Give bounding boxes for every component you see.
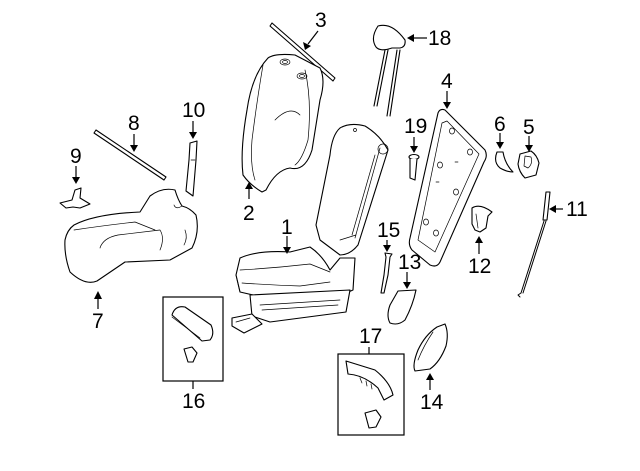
part-7-seat-cushion-cover[interactable] xyxy=(64,188,198,283)
part-18-headrest[interactable] xyxy=(372,24,406,117)
arrowhead-18 xyxy=(407,34,414,42)
leader-3 xyxy=(307,30,319,45)
arrowhead-2 xyxy=(245,182,253,189)
callout-5: 5 xyxy=(523,116,535,139)
part-15-pin[interactable] xyxy=(380,252,393,294)
arrowhead-6 xyxy=(496,142,504,149)
part-8-cushion-trim-strip[interactable] xyxy=(93,129,167,181)
arrowhead-1 xyxy=(283,247,291,254)
callout-8: 8 xyxy=(128,112,140,135)
part-9-clip[interactable] xyxy=(59,187,91,209)
callout-10: 10 xyxy=(182,99,205,122)
part-6-lever-cover[interactable] xyxy=(494,151,514,173)
arrowhead-13 xyxy=(403,282,411,289)
arrowhead-7 xyxy=(94,291,102,299)
part-12-headrest-guide[interactable] xyxy=(471,205,493,233)
arrowhead-14 xyxy=(426,373,434,380)
part-10-side-trim[interactable] xyxy=(185,140,198,197)
part-19-headrest-support[interactable] xyxy=(408,153,420,181)
callout-4: 4 xyxy=(441,70,453,93)
part-17-cover-kit[interactable] xyxy=(337,353,405,436)
part-1-seat-assembly[interactable] xyxy=(231,123,389,334)
arrowhead-15 xyxy=(383,245,391,252)
part-5-recliner-knob[interactable] xyxy=(517,150,540,179)
part-4-seat-back-panel[interactable] xyxy=(408,108,487,267)
callout-18: 18 xyxy=(428,27,451,50)
callout-13: 13 xyxy=(398,251,421,274)
arrowhead-8 xyxy=(130,145,138,152)
callout-7: 7 xyxy=(92,310,104,333)
arrowhead-5 xyxy=(525,145,533,152)
part-14-outer-shield[interactable] xyxy=(413,323,448,372)
callout-3: 3 xyxy=(315,9,327,32)
callout-2: 2 xyxy=(243,202,255,225)
arrowhead-9 xyxy=(72,177,80,184)
callout-17: 17 xyxy=(359,325,382,348)
callout-11: 11 xyxy=(566,198,588,221)
callout-6: 6 xyxy=(494,113,506,136)
callout-1: 1 xyxy=(281,216,293,239)
part-3-trim-strip[interactable] xyxy=(269,22,336,82)
callout-14: 14 xyxy=(420,391,444,414)
callout-16: 16 xyxy=(182,390,205,413)
part-16-cover-kit[interactable] xyxy=(162,296,224,382)
callout-15: 15 xyxy=(377,219,400,242)
part-13-side-shield[interactable] xyxy=(387,289,417,325)
part-11-release-cable[interactable] xyxy=(517,191,551,298)
arrowhead-11 xyxy=(549,205,556,213)
arrowhead-19 xyxy=(410,146,418,153)
arrowhead-12 xyxy=(475,236,483,243)
part-2-seat-back-cover[interactable] xyxy=(241,53,324,193)
arrowhead-10 xyxy=(189,132,197,139)
arrowhead-4 xyxy=(443,102,451,109)
callout-19: 19 xyxy=(404,115,427,138)
callout-9: 9 xyxy=(70,145,82,168)
arrowhead-3 xyxy=(303,42,311,50)
callout-12: 12 xyxy=(468,255,491,278)
